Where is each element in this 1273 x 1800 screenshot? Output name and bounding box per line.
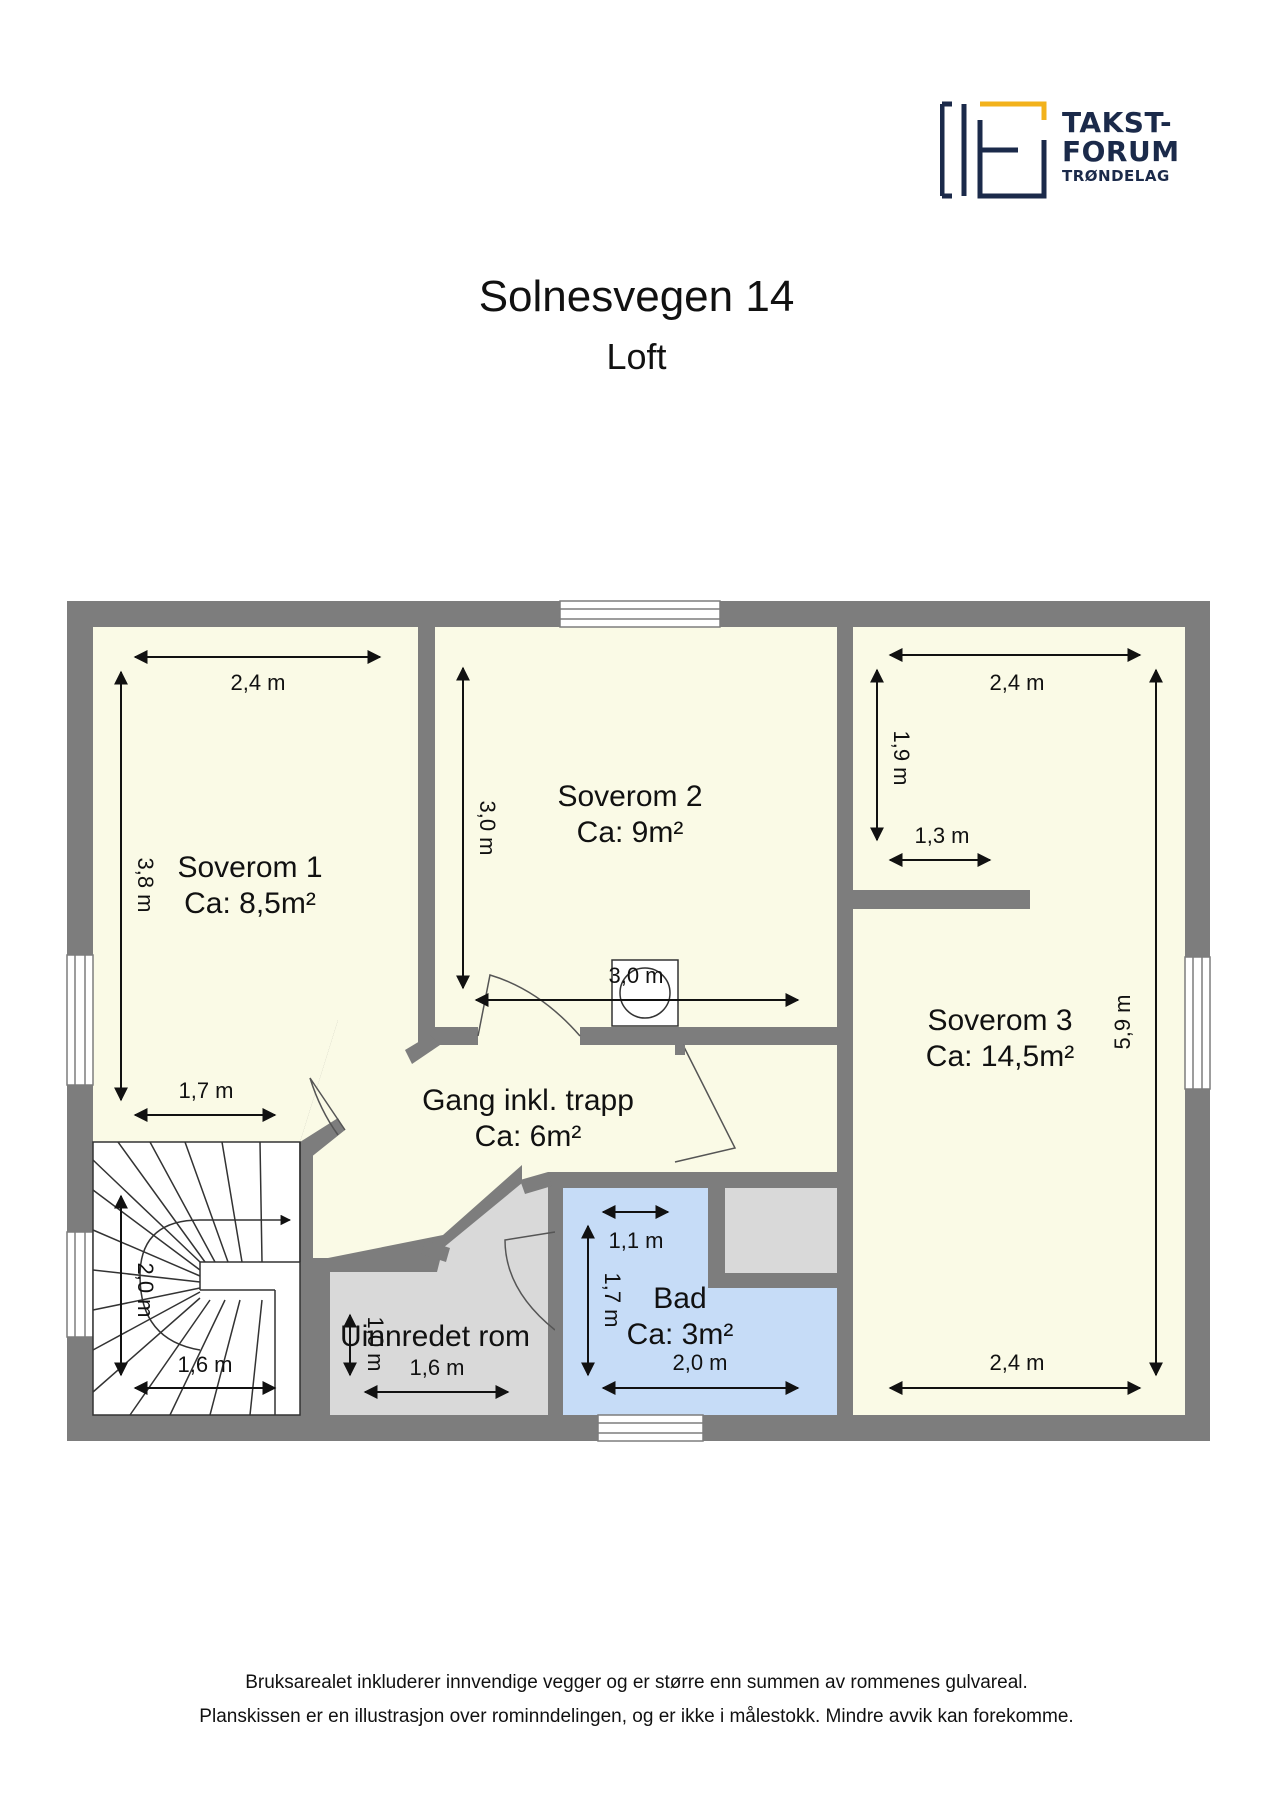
window-top: [559, 600, 721, 628]
footer-note-2: Planskissen er en illustrasjon over romi…: [199, 1706, 1074, 1727]
window-right: [1184, 956, 1211, 1090]
page-title: Solnesvegen 14: [478, 272, 795, 321]
logo-text: TAKST- FORUM TRØNDELAG: [1062, 108, 1180, 185]
dim-bad-w: 2,0 m: [672, 1350, 727, 1375]
dim-s2-height: 3,0 m: [475, 800, 500, 855]
room-bad-name: Bad: [653, 1282, 706, 1315]
room-gang-area: Ca: 6m²: [475, 1120, 582, 1153]
room-soverom-3-name: Soverom 3: [927, 1004, 1072, 1037]
logo-line-1: TAKST-: [1062, 106, 1173, 139]
room-bad-area: Ca: 3m²: [627, 1318, 734, 1351]
dim-bad-h: 1,7 m: [600, 1272, 625, 1327]
dim-s3-bottom: 2,4 m: [989, 1350, 1044, 1375]
dim-s3-top: 2,4 m: [989, 670, 1044, 695]
dim-s1-width: 2,4 m: [230, 670, 285, 695]
dim-s3-nook-h: 1,9 m: [889, 730, 914, 785]
room-uinnredet-name: Uinnredet rom: [340, 1320, 530, 1353]
dim-s1-height: 3,8 m: [133, 857, 158, 912]
room-soverom-2-area: Ca: 9m²: [577, 816, 684, 849]
window-left-1: [66, 954, 94, 1086]
window-bottom: [597, 1414, 704, 1442]
dim-s3-nook-w: 1,3 m: [914, 823, 969, 848]
logo-line-2: FORUM: [1062, 135, 1180, 169]
windows: [66, 600, 1211, 1442]
room-soverom-1-name: Soverom 1: [177, 851, 322, 884]
logo-mark-icon: [940, 101, 1047, 199]
company-logo: [940, 101, 1047, 199]
room-gang-name: Gang inkl. trapp: [422, 1084, 634, 1117]
dim-uinn-h: 1,0 m: [363, 1316, 388, 1371]
dim-stair-h: 2,0 m: [133, 1262, 158, 1317]
footer-note-1: Bruksarealet inkluderer innvendige vegge…: [245, 1672, 1028, 1693]
window-left-2: [66, 1231, 94, 1338]
room-soverom-2-name: Soverom 2: [557, 780, 702, 813]
interior-walls: [300, 627, 1030, 1415]
dimension-lines: [114, 648, 1163, 1399]
logo-line-3: TRØNDELAG: [1062, 166, 1170, 185]
room-soverom-1-area: Ca: 8,5m²: [184, 887, 316, 920]
dim-uinn-w: 1,6 m: [409, 1355, 464, 1380]
page-subtitle: Loft: [606, 336, 667, 377]
room-soverom-3-area: Ca: 14,5m²: [926, 1040, 1074, 1073]
dim-s2-width: 3,0 m: [608, 963, 663, 988]
dim-s1-bottom: 1,7 m: [178, 1078, 233, 1103]
dim-s3-height: 5,9 m: [1110, 994, 1135, 1049]
dim-stair-w: 1,6 m: [177, 1352, 232, 1377]
dim-bad-top: 1,1 m: [608, 1228, 663, 1253]
